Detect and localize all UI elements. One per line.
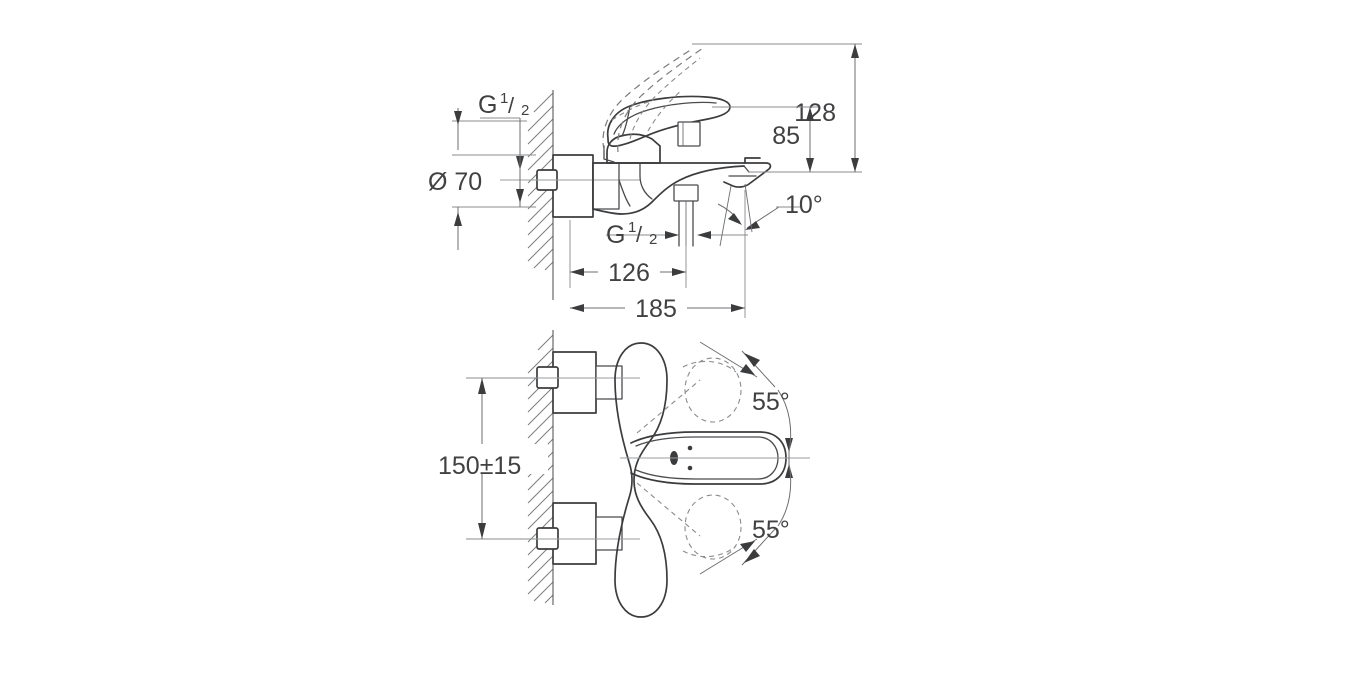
dimension-value-150: 150±15 [438,452,521,480]
thread-label-lower: G 1 / 2 [606,219,657,249]
dimension-thread-lower: G 1 / 2 [606,219,748,249]
dimension-185: 185 [570,190,746,323]
mixer-body-side [592,95,772,247]
thread-slash-upper: / [508,93,515,118]
front-elevation-view: 150±15 55° 55° [430,330,810,618]
dimension-126: 126 [569,220,687,288]
thread-denominator-lower: 2 [649,231,657,248]
dimension-thread-upper: G 1 / 2 [452,90,529,170]
thread-prefix-upper: G [478,91,497,119]
thread-prefix-lower: G [606,221,625,249]
dimension-angle-10: 10° [717,183,823,247]
dimension-85: 85 [712,106,818,173]
lever-swing-envelope-dashed [636,357,742,560]
thread-denominator-upper: 2 [521,102,529,119]
wall-connector-side [500,154,640,218]
dimension-angle-55-upper: 55° [699,341,793,458]
dimension-value-angle-55-lower: 55° [752,516,790,544]
thread-numerator-upper: 1 [500,90,508,107]
thread-label-upper: G 1 / 2 [478,90,529,119]
wall-connector-lower-front [500,502,640,565]
dimension-value-128: 128 [794,99,836,127]
dimension-150: 150±15 [430,377,548,540]
dimension-value-126: 126 [608,259,650,287]
lever-open-position-dashed [602,47,704,153]
side-elevation-view: 128 85 G 1 / 2 [428,43,862,323]
dimension-value-185: 185 [635,295,677,323]
thread-numerator-lower: 1 [628,219,636,236]
dimension-value-angle-55-upper: 55° [752,388,790,416]
dimension-value-angle-10: 10° [785,191,823,219]
wall-connector-upper-front [500,351,640,414]
dimension-128: 128 [692,43,862,173]
thread-slash-lower: / [636,222,643,247]
dimension-value-diameter-70: Ø 70 [428,168,482,196]
dimension-diameter-70: Ø 70 [428,154,536,250]
dimension-angle-55-lower: 55° [699,458,793,575]
mixer-body-front [614,342,810,618]
dimension-value-85: 85 [772,122,800,150]
